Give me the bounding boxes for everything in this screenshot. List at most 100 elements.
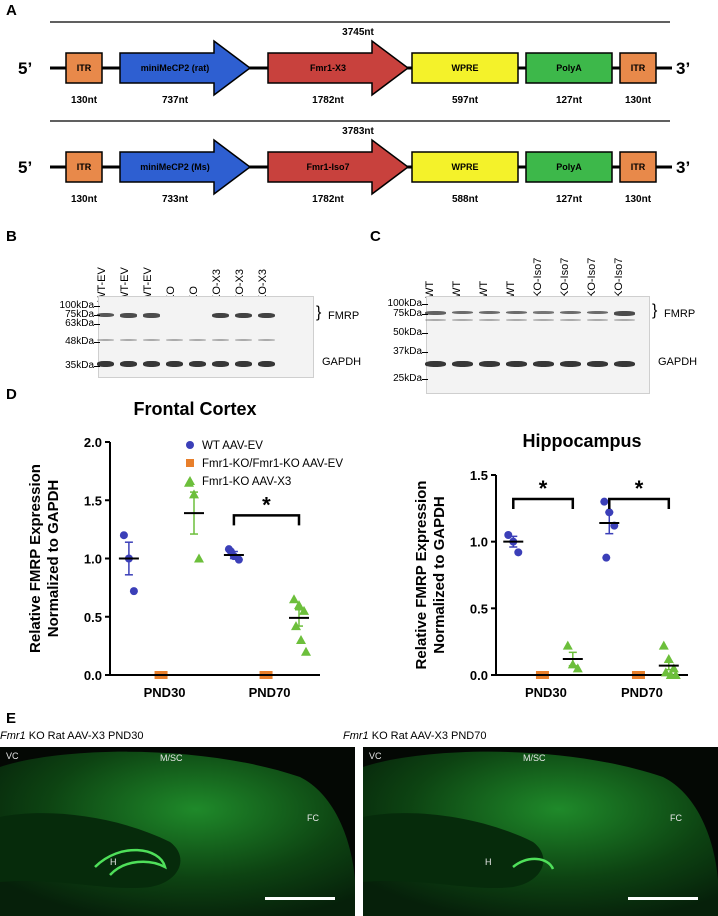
fmrp-band [143,313,160,318]
marker-tick [422,333,428,334]
element-length: 127nt [556,194,583,205]
construct-total-length: 3745nt [342,27,374,38]
fmrp-band [120,313,137,318]
element-box [525,151,613,183]
element-label: PolyA [556,162,582,172]
molecular-weight-marker: 75kDa [393,308,422,319]
gapdh-band [189,361,206,367]
data-point [504,531,513,539]
hippocampus-band [94,848,167,876]
nonspecific-band [452,319,473,321]
element-label: WPRE [452,162,479,172]
scale-bar [265,897,335,900]
element-arrow [119,39,252,97]
gapdh-band [506,361,527,367]
construct-total-length: 3783nt [342,126,374,137]
significance-star: * [262,492,271,517]
molecular-weight-marker: 37kDa [393,346,422,357]
data-point [299,605,309,615]
y-tick-label: 0.0 [470,668,488,683]
gapdh-band [212,361,229,367]
fmrp-band [560,311,581,314]
significance-star: * [539,476,548,501]
brain-tissue [0,751,355,916]
fmrp-band [97,313,114,317]
chart-title: Frontal Cortex [133,399,256,419]
fmrp-band [452,311,473,314]
panel-label-c: C [370,228,381,245]
element-length: 1782nt [312,194,344,205]
gapdh-band [479,361,500,367]
element-box [65,52,103,84]
y-axis-label-line: Normalized to GAPDH [45,480,62,638]
fmrp-band [479,311,500,314]
marker-tick [422,314,428,315]
panel-label-b: B [6,228,17,245]
marker-tick [422,352,428,353]
brain-tissue [363,751,718,916]
legend-label: Fmr1-KO AAV-X3 [202,476,291,488]
y-tick-label: 0.0 [84,668,102,683]
bracket: } [316,304,322,321]
marker-tick [422,379,428,380]
gapdh-band [614,361,635,367]
nonspecific-band [143,339,160,341]
data-point [658,640,669,650]
panel-label-a: A [6,2,17,19]
element-label: WPRE [452,63,479,73]
gene-name: Fmr1 [343,730,369,742]
nonspecific-band [587,319,608,321]
region-label: FC [307,813,319,823]
gapdh-label: GAPDH [658,356,698,368]
y-axis-label-line: Relative FMRP Expression [27,464,44,653]
subcortex [0,813,181,889]
data-point [119,531,128,540]
fmrp-band [506,311,527,314]
marker-tick [94,306,100,307]
molecular-weight-marker: 100kDa [59,300,94,311]
y-tick-label: 1.5 [470,468,488,483]
element-box [65,151,103,183]
y-axis-label-line: Relative FMRP Expression [413,481,430,670]
five-prime-label: 5’ [18,59,32,78]
molecular-weight-marker: 75kDa [65,309,94,320]
panel-label-d: D [6,386,17,403]
y-tick-label: 2.0 [84,435,102,450]
element-length: 130nt [71,194,98,205]
y-axis-label-line: Normalized to GAPDH [431,496,448,654]
molecular-weight-marker: 35kDa [65,360,94,371]
gapdh-band [425,361,446,367]
nonspecific-band [614,319,635,321]
element-arrow [267,39,410,97]
nonspecific-band [479,319,500,321]
element-label: ITR [77,162,92,172]
element-label: Fmr1-X3 [310,63,346,73]
fmrp-band [587,311,608,314]
y-tick-label: 1.0 [84,552,102,567]
x-tick-label: PND30 [144,685,186,700]
gapdh-band [120,361,137,367]
data-point [562,640,573,650]
fmrp-band [614,311,635,316]
data-point [301,646,311,656]
region-label: VC [369,751,382,761]
lane-label: KO-Iso7 [532,257,544,298]
section-subtitle: KO Rat AAV-X3 PND30 [25,730,144,742]
significance-bracket [512,497,575,509]
scale-bar [628,897,698,900]
significance-star: * [635,476,644,501]
nonspecific-band [120,339,137,341]
section-title: Fmr1 KO Rat AAV-X3 PND70 [343,730,486,742]
element-box [411,52,519,84]
data-point [234,555,243,564]
element-length: 130nt [625,95,652,106]
gapdh-band [97,361,114,367]
y-tick-label: 0.5 [470,601,488,616]
element-label: ITR [631,162,646,172]
